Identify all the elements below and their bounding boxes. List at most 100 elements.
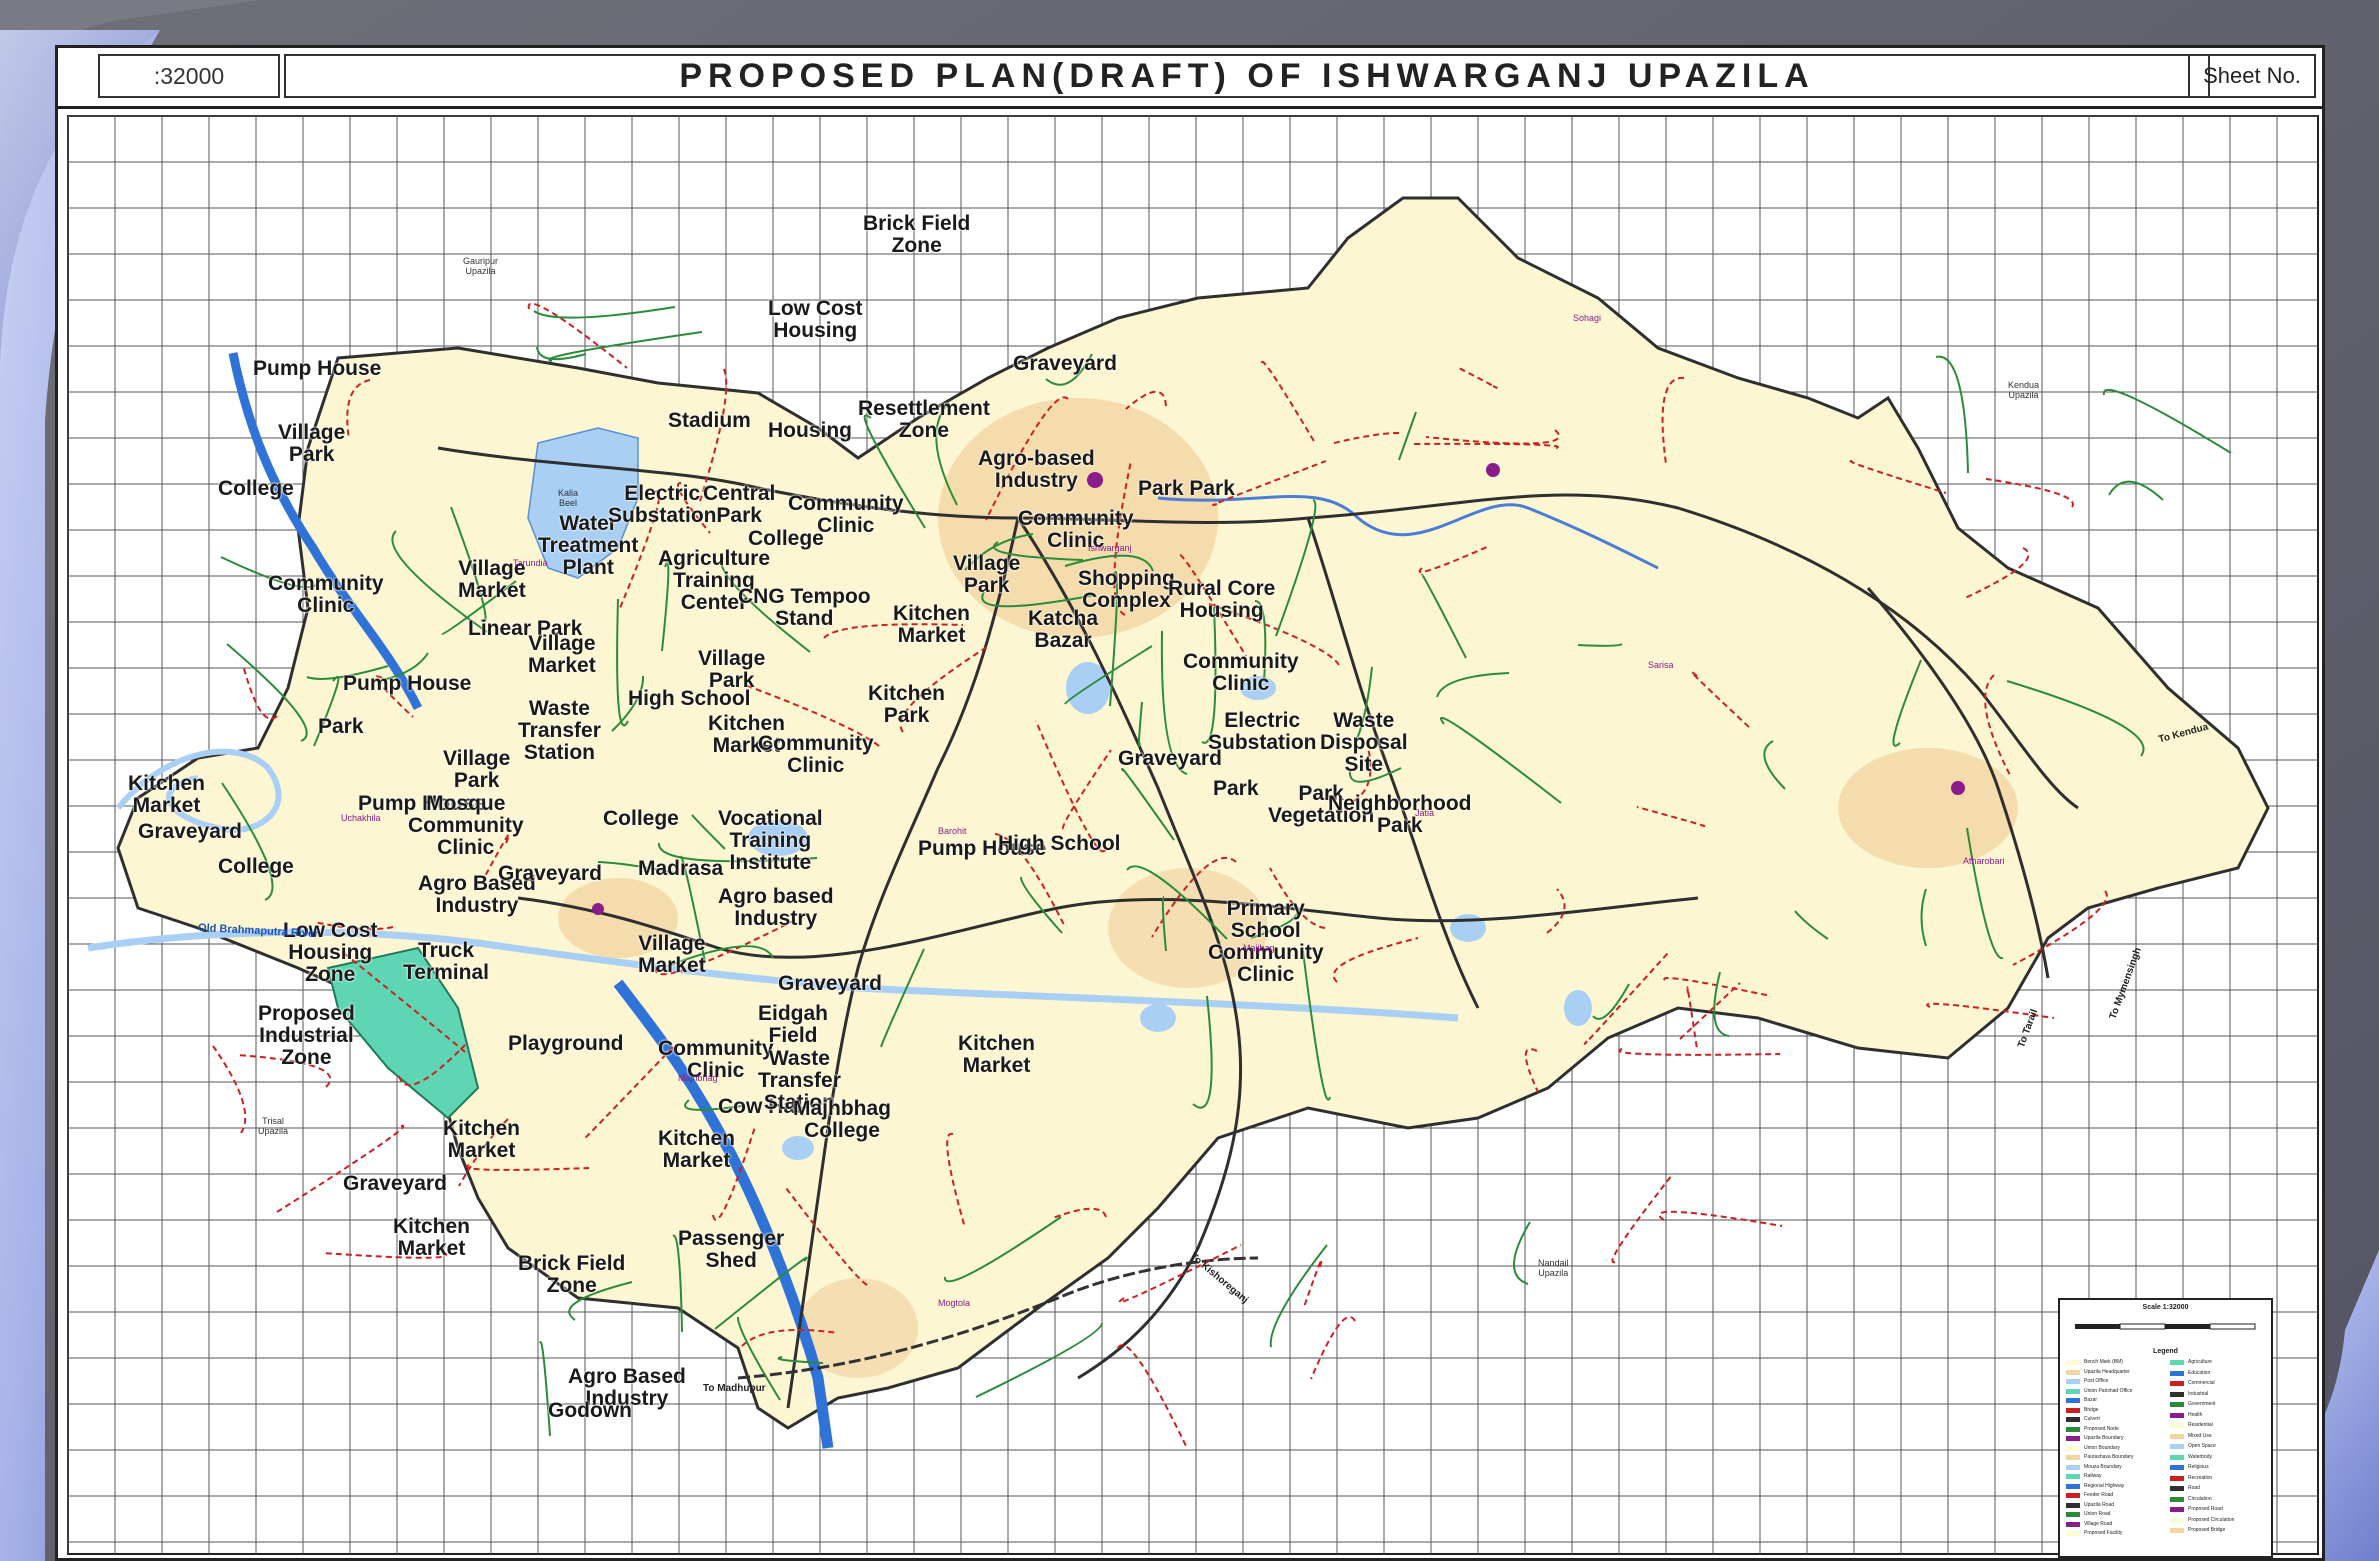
label-pump-house-nw: Pump House: [253, 357, 382, 380]
legend-item: Regional Highway: [2084, 1482, 2125, 1489]
label-linear-park: Linear Park: [468, 617, 583, 640]
label-sarisa: Sarisa: [1648, 660, 1674, 670]
label-pump-house-e: Pump House: [918, 837, 1047, 860]
legend-item: Proposed Node: [2084, 1425, 2119, 1432]
proposed-road: [1658, 1210, 1783, 1227]
label-low-cost-housing-zone-w: Low Cost Housing Zone: [283, 919, 378, 986]
label-village-park-n: Village Park: [698, 647, 766, 692]
label-stadium: Stadium: [668, 409, 751, 432]
proposed-road: [1456, 366, 1498, 389]
legend-item: Union Road: [2084, 1511, 2111, 1517]
proposed-road: [322, 1251, 448, 1259]
proposed-road: [1690, 671, 1752, 730]
legend-item: Open Space: [2188, 1443, 2216, 1449]
label-mosque-community-clinic: Mosque Community Clinic: [408, 792, 524, 859]
label-atharobari: Atharobari: [1963, 856, 2005, 866]
label-vocational-training-institute: Vocational Training Institute: [718, 807, 823, 874]
legend-swatch: [2170, 1507, 2184, 1512]
legend-swatch: [2170, 1444, 2184, 1449]
village-road: [777, 1356, 824, 1364]
label-community-clinic-s: Community Clinic: [658, 1037, 774, 1082]
label-pump-house-sw: Pump House: [358, 792, 487, 815]
label-gauripur-upazila: Gauripur Upazila: [463, 256, 499, 276]
legend-item: Feeder Road: [2084, 1492, 2114, 1498]
legend-swatch: [2066, 1493, 2080, 1498]
legend-item: Union Parishad Office: [2084, 1387, 2133, 1394]
proposed-road: [1524, 1048, 1539, 1093]
label-agro-based-industry-w: Agro Based Industry: [418, 872, 536, 917]
legend-swatch: [2170, 1391, 2184, 1397]
village-road: [667, 945, 774, 967]
label-pump-house-w: Pump House: [343, 672, 472, 695]
label-maijbag: Maijbag: [1243, 943, 1275, 953]
legend-item: Railway: [2084, 1473, 2102, 1479]
legend-swatch: [2066, 1398, 2080, 1403]
legend-swatch: [2170, 1402, 2184, 1407]
village-road: [1302, 950, 1331, 1101]
proposed-road: [1679, 982, 1741, 1040]
proposed-road: [1261, 360, 1316, 444]
proposed-road: [1329, 432, 1400, 445]
village-road: [943, 1216, 1062, 1283]
legend-swatch: [2170, 1496, 2184, 1502]
label-college-sw: College: [218, 855, 294, 878]
proposed-road: [899, 646, 988, 733]
label-uchakhila: Uchakhila: [341, 813, 381, 823]
village-road: [568, 1281, 633, 1321]
village-road: [548, 331, 703, 362]
village-road: [450, 506, 487, 623]
label-graveyard-s: Graveyard: [343, 1172, 447, 1195]
village-road: [1966, 827, 2004, 960]
proposed-road: [1425, 429, 1560, 445]
label-rural-core-housing: Rural Core Housing: [1168, 577, 1276, 622]
proposed-road: [344, 953, 466, 1053]
proposed-road: [1412, 442, 1559, 449]
label-kitchen-market-e: Kitchen Market: [893, 602, 971, 647]
village-road: [1794, 910, 1829, 940]
village-road: [1121, 767, 1175, 841]
legend-item: Education: [2188, 1369, 2211, 1376]
proposed-road: [276, 1124, 405, 1213]
village-road: [680, 855, 706, 963]
label-kitchen-market-cs: Kitchen Market: [658, 1127, 736, 1172]
proposed-road: [946, 1132, 966, 1229]
village-road: [975, 1322, 1103, 1398]
label-katcha-bazar: Katcha Bazar: [1028, 607, 1099, 652]
proposed-road: [1663, 977, 1772, 997]
village-road: [1045, 353, 1093, 386]
proposed-road: [313, 921, 394, 931]
label-neighborhood-park: Neighborhood Park: [1328, 792, 1472, 837]
proposed-road: [346, 379, 371, 440]
proposed-road: [1964, 547, 2030, 599]
village-road: [880, 948, 925, 1048]
proposed-road: [1035, 720, 1106, 853]
proposed-road: [1061, 749, 1112, 830]
village-road: [2102, 388, 2232, 454]
scale-bar: [2075, 1323, 2256, 1330]
village-road: [220, 556, 321, 589]
label-high-school-e: High School: [998, 832, 1121, 855]
proposed-road: [1636, 806, 1706, 828]
village-road: [1064, 554, 1154, 572]
label-kitchen-market-far-w: Kitchen Market: [128, 772, 206, 817]
label-community-clinic-w: Community Clinic: [268, 572, 384, 617]
label-community-clinic-e: Community Clinic: [1183, 650, 1299, 695]
proposed-road: [619, 490, 661, 609]
map-canvas[interactable]: [58, 48, 2325, 1561]
legend-item: Proposed Bridge: [2188, 1527, 2226, 1533]
legend-item: Residential: [2188, 1422, 2213, 1428]
old-brahmaputra-river: [87, 928, 1459, 1022]
village-road: [1920, 888, 1927, 947]
legend-item: Bazar: [2084, 1397, 2098, 1403]
village-road: [672, 1234, 683, 1333]
legend-swatch: [2066, 1426, 2080, 1432]
label-village-market-2: Village Market: [528, 632, 596, 677]
label-majhbhag: Majhbhag: [678, 1073, 718, 1083]
kalia-beel-waterbody: [527, 427, 639, 579]
label-resettlement-zone: Resettlement Zone: [858, 397, 990, 442]
legend-swatch: [2170, 1486, 2184, 1491]
label-park-vegetation: Park Vegetation: [1268, 782, 1375, 827]
village-road: [1398, 411, 1417, 461]
legend-item: Village Road: [2084, 1520, 2113, 1527]
legend-swatch: [2066, 1360, 2080, 1365]
